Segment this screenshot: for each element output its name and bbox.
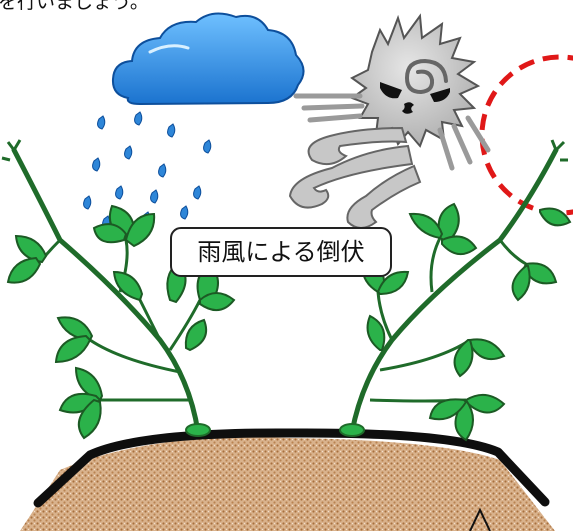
- mulch-film: [33, 428, 550, 508]
- left-plant: [1, 139, 236, 440]
- rain-cloud: [111, 12, 305, 106]
- soil-mound: [20, 437, 555, 531]
- sun-outline: [479, 54, 573, 216]
- wind-character: [288, 13, 491, 229]
- right-plant: [339, 139, 572, 442]
- raindrops: [83, 111, 212, 230]
- header-text-fragment: を行いましょう。: [0, 0, 149, 13]
- caption-lodging-by-rain-wind: 雨風による倒伏: [170, 227, 392, 277]
- soil-marker: [469, 507, 491, 531]
